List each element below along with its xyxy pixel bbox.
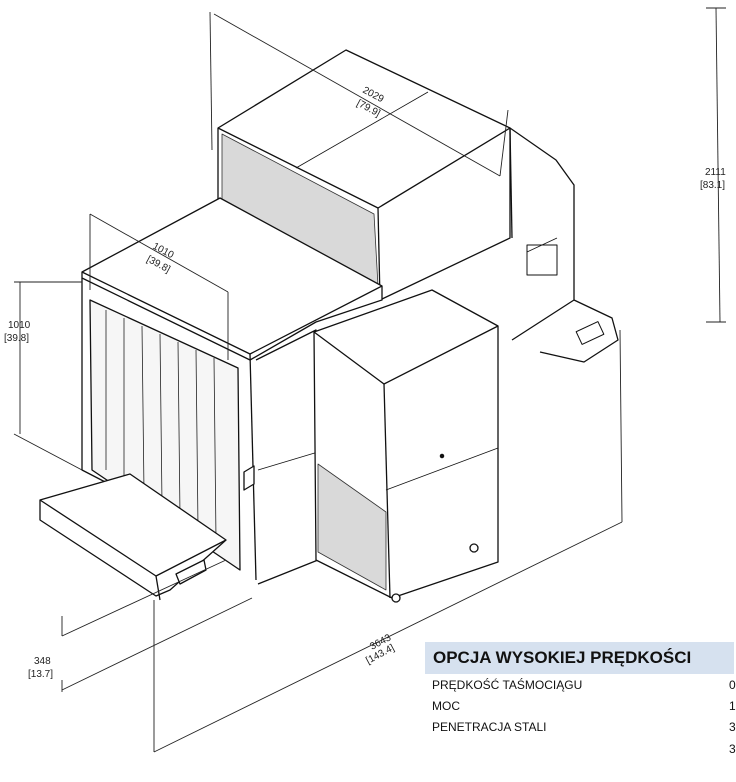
spec-label: PENETRACJA STALI bbox=[432, 720, 547, 734]
spec-row: PRĘDKOŚĆ TAŚMOCIĄGU 0 bbox=[432, 676, 736, 696]
tunnel-opening bbox=[89, 299, 241, 571]
spec-row: 3 bbox=[432, 740, 736, 760]
front-tunnel-housing bbox=[81, 197, 383, 585]
dimension-lines bbox=[13, 7, 726, 753]
tunnel-height-mm: 1010 bbox=[8, 320, 31, 331]
spec-value: 0 bbox=[729, 678, 736, 692]
spec-value: 3 bbox=[729, 742, 736, 756]
spec-label: PRĘDKOŚĆ TAŚMOCIĄGU bbox=[432, 678, 583, 692]
spec-value: 3 bbox=[729, 720, 736, 734]
belt-height-mm: 348 bbox=[34, 656, 51, 667]
spec-row: PENETRACJA STALI 3 bbox=[432, 718, 736, 738]
entry-conveyor bbox=[39, 473, 227, 601]
tunnel-height-in: [39.8] bbox=[4, 333, 29, 344]
spec-table-title: OPCJA WYSOKIEJ PRĘDKOŚCI bbox=[425, 642, 734, 674]
height-in: [83.1] bbox=[700, 180, 725, 191]
belt-height-in: [13.7] bbox=[28, 669, 53, 680]
front-conveyor-handle bbox=[175, 559, 207, 585]
control-cabinet bbox=[313, 289, 499, 603]
height-mm: 2111 bbox=[705, 167, 726, 178]
spec-row: MOC 1 bbox=[432, 697, 736, 717]
spec-label: MOC bbox=[432, 699, 460, 713]
spec-value: 1 bbox=[729, 699, 736, 713]
rear-conveyor-handle bbox=[575, 321, 605, 345]
